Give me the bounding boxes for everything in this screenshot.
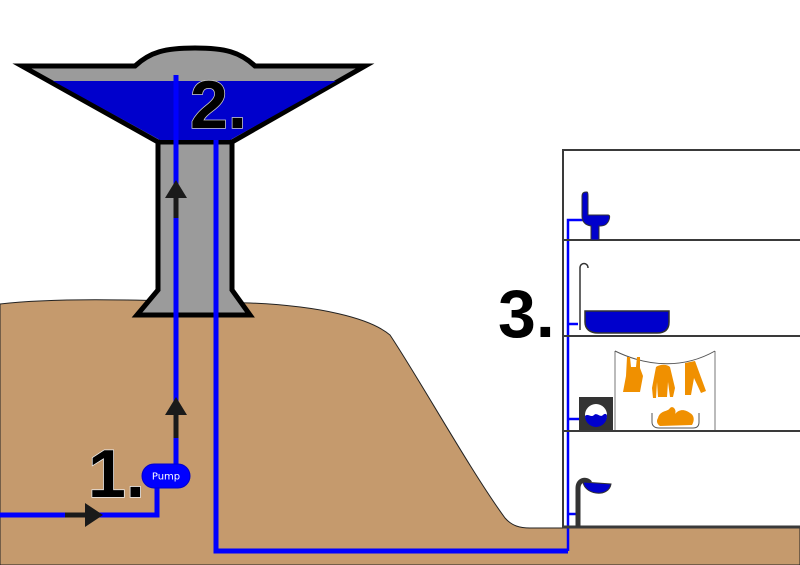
arrow-up-icon <box>165 397 187 438</box>
ground-hill <box>0 299 800 565</box>
intake-pipe <box>0 488 160 518</box>
tank-water <box>53 81 336 140</box>
laundry-basket-icon <box>651 413 700 429</box>
sink-icon <box>575 477 612 527</box>
pump: Pump <box>141 463 191 489</box>
step-3-label: 3. <box>498 276 555 352</box>
laundry-pile-icon <box>656 407 694 426</box>
toilet-icon <box>581 191 611 241</box>
laundry-line <box>614 350 716 430</box>
supply-pipe <box>213 140 568 554</box>
water-tower <box>12 45 375 318</box>
flow-arrows <box>65 180 187 527</box>
washing-machine-icon <box>579 397 613 430</box>
step-2-label: 2. <box>190 67 247 143</box>
arrow-right-icon <box>65 503 103 527</box>
bathtub-icon <box>579 262 670 334</box>
house-main-pipe <box>566 218 583 551</box>
step-1-label: 1. <box>88 436 145 512</box>
tank-top-clothes-icon <box>623 357 643 392</box>
pump-label: Pump <box>152 472 180 483</box>
pants-clothes-icon <box>685 361 706 395</box>
house <box>562 149 800 529</box>
tower-shaft <box>131 139 255 318</box>
shirt-clothes-icon <box>652 364 675 398</box>
house-outline <box>562 149 800 528</box>
arrow-up-icon <box>165 180 187 218</box>
